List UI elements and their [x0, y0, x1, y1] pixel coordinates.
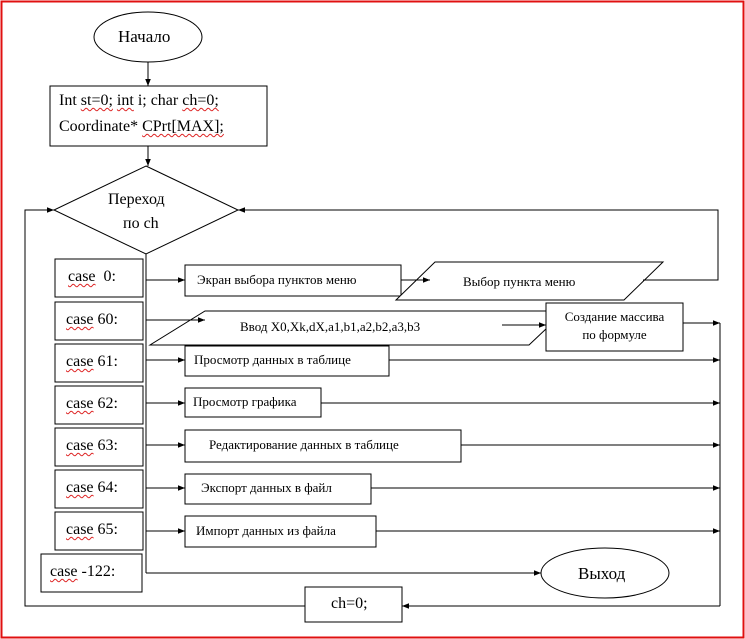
init-token-st: st=0;: [80, 92, 113, 109]
init-token-char: char: [150, 92, 179, 109]
input-params-io-shape: [148, 310, 567, 346]
edit-table-label: Редактирование данных в таблице: [209, 437, 399, 452]
case-63-label: case 63:: [66, 438, 118, 454]
view-graph-box: [184, 387, 322, 418]
case-value: 0:: [103, 268, 116, 285]
init-token-int2: int: [116, 92, 134, 109]
view-table-box: [184, 345, 390, 377]
init-line-1: Int st=0; int i; char ch=0;: [59, 93, 219, 109]
case-keyword: case: [66, 521, 94, 538]
case-61-label: case 61:: [66, 354, 118, 370]
case-63-box: [54, 427, 144, 467]
case-value: 61:: [97, 353, 118, 370]
case-value: 65:: [97, 521, 118, 538]
case-keyword: case: [66, 437, 94, 454]
menu-choice-io-shape: [394, 261, 665, 301]
edit-table-box: [184, 429, 462, 463]
init-token-coordinate: Coordinate*: [59, 118, 139, 135]
init-token-int: Int: [59, 92, 77, 109]
create-array-box: [545, 302, 684, 352]
init-token-i: i;: [137, 92, 147, 109]
exit-label: Выход: [578, 564, 626, 583]
input-params-label: Ввод X0,Xk,dX,a1,b1,a2,b2,a3,b3: [240, 319, 421, 334]
case-64-label: case 64:: [66, 480, 118, 496]
switch-label-line-1: Переход: [108, 191, 165, 208]
view-table-label: Просмотр данных в таблице: [194, 352, 351, 367]
case-0-box: [54, 258, 144, 298]
case-keyword: case: [66, 395, 94, 412]
reset-box: [304, 586, 403, 623]
import-file-label: Импорт данных из файла: [196, 523, 336, 538]
menu-choice-label: Выбор пункта меню: [463, 274, 576, 289]
case-keyword: case: [66, 311, 94, 328]
case-65-box: [54, 511, 144, 551]
case-60-box: [54, 301, 144, 341]
case-0-label: case 0:: [68, 269, 116, 285]
case-keyword: case: [66, 353, 94, 370]
case-value: 64:: [97, 479, 118, 496]
case-62-label: case 62:: [66, 396, 118, 412]
init-line-2: Coordinate* CPrt[MAX];: [59, 119, 224, 135]
create-array-line-1: Создание массива: [564, 309, 665, 324]
case-keyword: case: [66, 479, 94, 496]
case-keyword: case: [50, 563, 78, 580]
case-minus122-label: case -122:: [50, 564, 115, 580]
create-array-label: Создание массива по формуле: [546, 308, 683, 343]
menu-screen-label: Экран выбора пунктов меню: [197, 272, 357, 287]
case-value: 60:: [97, 311, 118, 328]
reset-label: ch=0;: [331, 595, 368, 612]
case-value: 63:: [97, 437, 118, 454]
case-minus122-box: [40, 553, 143, 593]
create-array-line-2: по формуле: [582, 326, 647, 342]
case-keyword: case: [68, 268, 96, 285]
view-graph-label: Просмотр графика: [193, 394, 297, 409]
case-value: 62:: [97, 395, 118, 412]
switch-decision-shape: [52, 165, 240, 255]
loop-choice-to-switch: [238, 207, 719, 281]
export-file-label: Экспорт данных в файл: [201, 480, 332, 495]
case-60-label: case 60:: [66, 312, 118, 328]
init-token-ch: ch=0;: [182, 92, 219, 109]
case-64-box: [54, 469, 144, 509]
case-value: -122:: [81, 563, 116, 580]
import-file-box: [184, 515, 377, 548]
case-61-box: [54, 343, 144, 383]
init-token-cprt: CPrt[MAX];: [142, 118, 224, 135]
case-65-label: case 65:: [66, 522, 118, 538]
start-label: Начало: [118, 27, 171, 46]
case-62-box: [54, 385, 144, 425]
init-process-shape: [49, 85, 268, 147]
export-file-box: [184, 473, 372, 505]
switch-label-line-2: по ch: [123, 215, 159, 232]
loop-reset-to-switch: [24, 207, 305, 607]
